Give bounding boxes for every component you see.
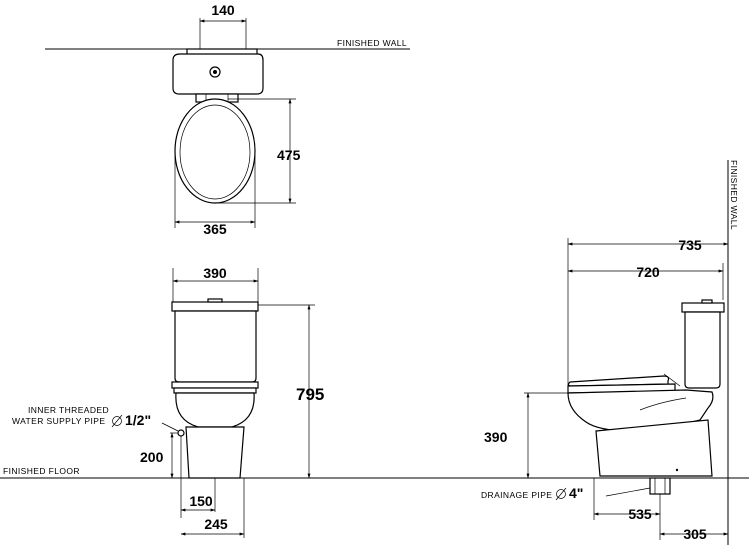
drain-pipe bbox=[649, 477, 671, 495]
top-view: FINISHED WALL 140 475 365 bbox=[45, 2, 410, 237]
dim-720-text: 720 bbox=[636, 264, 660, 280]
front-seat-lid bbox=[171, 381, 259, 389]
top-wall-label: FINISHED WALL bbox=[337, 38, 407, 48]
finished-floor-label: FINISHED FLOOR bbox=[3, 466, 80, 476]
top-seat-outer bbox=[174, 98, 256, 204]
dim-200-text: 200 bbox=[140, 449, 164, 465]
supply-label-line1: INNER THREADED bbox=[28, 405, 109, 415]
drain-diameter-icon bbox=[556, 489, 566, 499]
dim-535-text: 535 bbox=[628, 506, 652, 522]
dim-150-text: 150 bbox=[189, 493, 213, 509]
side-pedestal bbox=[595, 419, 713, 477]
side-dot bbox=[675, 468, 679, 472]
diameter-symbol-icon bbox=[112, 416, 122, 426]
dim-305-text: 305 bbox=[683, 526, 707, 542]
water-supply-icon bbox=[177, 429, 185, 437]
side-tank bbox=[684, 311, 721, 389]
supply-label-line2: WATER SUPPLY PIPE bbox=[12, 416, 105, 426]
dim-390-front-text: 390 bbox=[203, 265, 227, 281]
front-seat bbox=[173, 387, 257, 394]
supply-size-text: 1/2" bbox=[125, 412, 151, 428]
drain-label: DRAINAGE PIPE bbox=[481, 490, 552, 500]
dim-365-text: 365 bbox=[203, 221, 227, 237]
dim-475-text: 475 bbox=[277, 147, 301, 163]
front-view: 390 795 INNER THREADED WATER SUPPLY PIPE… bbox=[12, 265, 324, 538]
dim-735-text: 735 bbox=[678, 237, 702, 253]
side-tank-lid bbox=[681, 302, 725, 313]
side-wall-label: FINISHED WALL bbox=[729, 160, 739, 230]
side-button bbox=[701, 299, 713, 304]
dim-795-text: 795 bbox=[296, 385, 324, 404]
front-bowl bbox=[175, 392, 255, 428]
drain-size-text: 4" bbox=[569, 485, 583, 501]
front-tank bbox=[174, 310, 257, 383]
dim-140-text: 140 bbox=[211, 2, 235, 18]
top-seat-inner bbox=[179, 104, 251, 200]
front-pedestal bbox=[185, 426, 245, 479]
dim-245-text: 245 bbox=[204, 516, 228, 532]
dim-390-side-text: 390 bbox=[484, 429, 508, 445]
front-tank-lid bbox=[171, 301, 259, 312]
side-view: FINISHED WALL 735 720 DRAINAGE PIPE 4" bbox=[481, 160, 739, 545]
side-lid bbox=[567, 375, 670, 387]
front-button bbox=[207, 298, 223, 303]
flush-button-center-icon bbox=[213, 70, 217, 74]
